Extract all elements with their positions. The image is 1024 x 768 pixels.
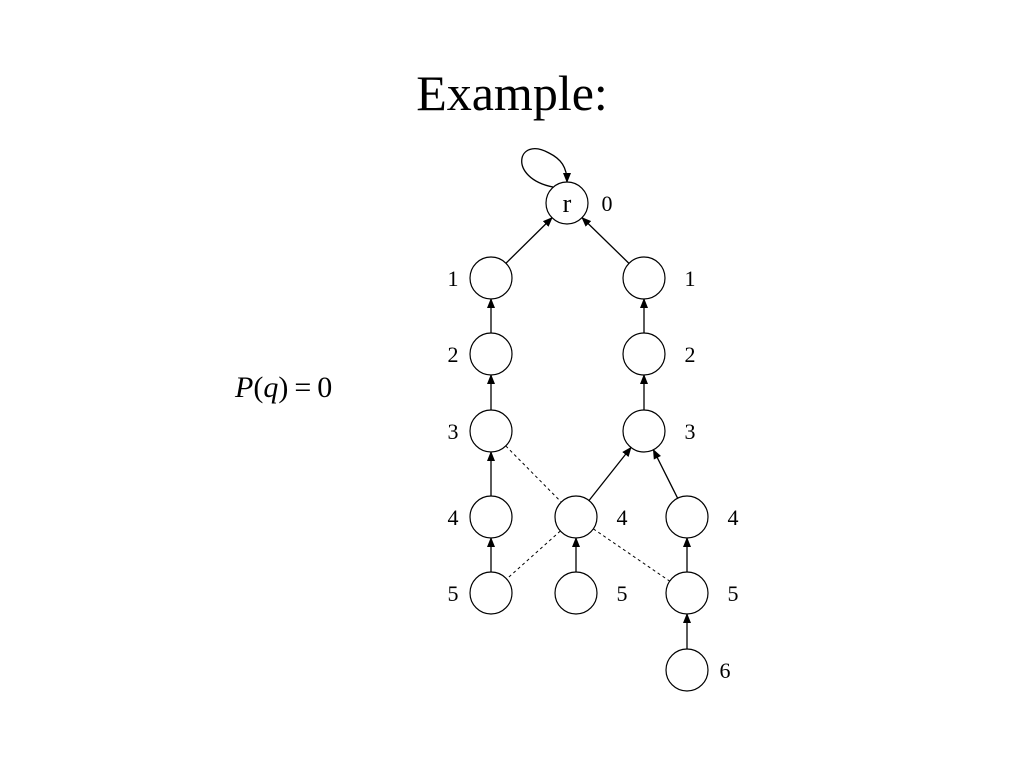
slide-title: Example: <box>416 65 608 121</box>
level-label-L1: 1 <box>448 266 459 291</box>
potential-formula: P(q)=0 <box>235 371 333 404</box>
tree-node-R1 <box>622 256 666 300</box>
level-label-R2: 2 <box>685 342 696 367</box>
tree-node-S4 <box>665 495 709 539</box>
tree-edge-R1-r <box>581 216 630 264</box>
formula-equals: = <box>294 371 312 404</box>
tree-node-L1 <box>469 256 513 300</box>
level-label-M5: 5 <box>617 581 628 606</box>
level-label-R1: 1 <box>685 266 696 291</box>
tree-node-S6 <box>665 648 709 692</box>
formula-argument: q <box>263 371 279 404</box>
tree-node-L5 <box>469 571 513 615</box>
root-node-label: r <box>563 189 572 218</box>
edges-layer <box>487 148 691 649</box>
level-label-S6: 6 <box>720 658 731 683</box>
tree-edge-S4-R3 <box>652 448 679 499</box>
level-label-M4: 4 <box>617 505 628 530</box>
cross-edge-L3-M4 <box>505 445 562 503</box>
tree-node-L2 <box>469 332 513 376</box>
tree-node-L4 <box>469 495 513 539</box>
tree-edge-r-r <box>521 148 571 188</box>
tree-node-r <box>545 181 589 225</box>
level-label-S5: 5 <box>728 581 739 606</box>
level-label-S4: 4 <box>728 505 739 530</box>
tree-edge-L1-r <box>505 217 553 264</box>
tree-edge-M4-R3 <box>588 446 632 501</box>
tree-node-L3 <box>469 409 513 453</box>
nodes-layer: r 0 1 2 3 4 5 1 2 3 4 5 4 5 6 <box>448 181 739 692</box>
cross-edge-M4-L5 <box>506 530 561 580</box>
tree-node-R3 <box>622 409 666 453</box>
level-label-r: 0 <box>602 191 613 216</box>
level-label-L4: 4 <box>448 505 459 530</box>
formula-value: 0 <box>317 371 333 404</box>
level-label-L3: 3 <box>448 419 459 444</box>
cross-edge-M4-S5 <box>593 528 670 582</box>
formula-function: P <box>235 371 254 404</box>
tree-node-M4 <box>554 495 598 539</box>
level-label-L5: 5 <box>448 581 459 606</box>
tree-node-S5 <box>665 571 709 615</box>
tree-node-R2 <box>622 332 666 376</box>
level-label-L2: 2 <box>448 342 459 367</box>
tree-node-M5 <box>554 571 598 615</box>
level-label-R3: 3 <box>685 419 696 444</box>
